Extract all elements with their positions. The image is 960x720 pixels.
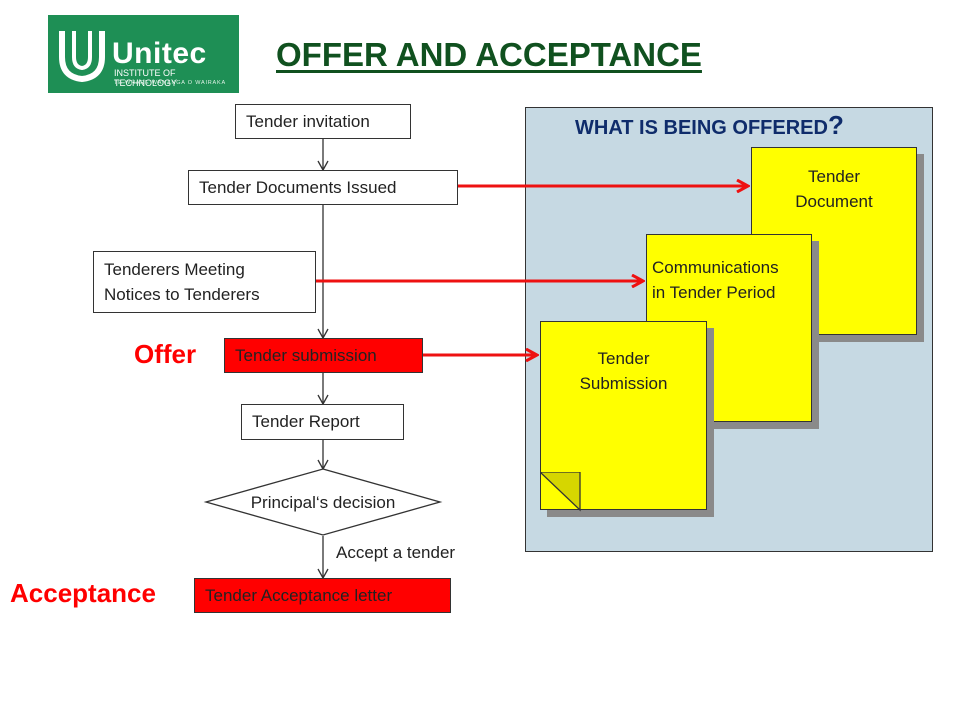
meeting-line1: Tenderers Meeting xyxy=(104,260,245,279)
acceptance-letter-box: Tender Acceptance letter xyxy=(194,578,451,613)
note-text: Communications xyxy=(652,258,779,277)
documents-issued-box: Tender Documents Issued xyxy=(188,170,458,205)
offer-label: Offer xyxy=(134,339,197,369)
unitec-emblem-icon xyxy=(59,31,105,83)
accept-tender-note: Accept a tender xyxy=(336,543,456,562)
note-text: Document xyxy=(795,192,873,211)
note-text: Tender xyxy=(808,167,860,186)
decision-label: Principal‘s decision xyxy=(251,493,396,512)
page-fold-icon xyxy=(540,472,581,512)
unitec-logo: Unitec INSTITUTE OF TECHNOLOGY TE WHARE … xyxy=(48,15,239,93)
tenderers-meeting-box: Tenderers Meeting Notices to Tenderers xyxy=(93,251,316,313)
page-title: OFFER AND ACCEPTANCE xyxy=(276,36,702,73)
logo-brand: Unitec xyxy=(112,37,207,70)
panel-title-text: WHAT IS BEING OFFERED xyxy=(575,117,828,139)
note-text: in Tender Period xyxy=(652,283,776,302)
note-text: Tender xyxy=(597,349,650,368)
note-text: Submission xyxy=(579,374,668,393)
logo-subtitle: INSTITUTE OF TECHNOLOGY xyxy=(114,68,178,88)
decision-diamond xyxy=(203,468,443,536)
note-tender-submission: Tender Submission xyxy=(540,321,707,510)
panel-title: WHAT IS BEING OFFERED? xyxy=(575,110,844,141)
tender-report-box: Tender Report xyxy=(241,404,404,440)
logo-tagline: TE WHARE WĀNANGA O WAIRAKA xyxy=(114,80,226,86)
tender-invitation-box: Tender invitation xyxy=(235,104,411,139)
meeting-line2: Notices to Tenderers xyxy=(104,285,260,304)
panel-title-mark: ? xyxy=(827,110,844,140)
acceptance-label: Acceptance xyxy=(10,578,156,608)
tender-submission-box: Tender submission xyxy=(224,338,423,373)
